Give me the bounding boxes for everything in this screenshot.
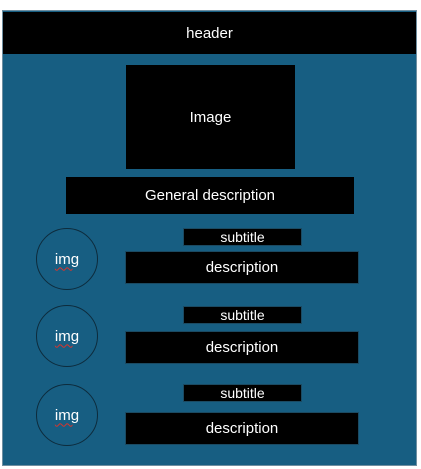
item-description-block: description bbox=[125, 412, 359, 445]
item-image-label: img bbox=[54, 406, 80, 424]
header-label: header bbox=[186, 24, 233, 42]
item-image-label: img bbox=[54, 327, 80, 345]
item-subtitle-block: subtitle bbox=[183, 384, 302, 402]
item-description-label: description bbox=[205, 259, 279, 276]
item-image-circle: img bbox=[36, 305, 98, 367]
general-description-label: General description bbox=[144, 187, 276, 204]
item-subtitle-block: subtitle bbox=[183, 228, 302, 246]
header-block: header bbox=[3, 12, 416, 54]
item-image-circle: img bbox=[36, 228, 98, 290]
item-subtitle-label: subtitle bbox=[220, 307, 265, 323]
item-image-label: img bbox=[54, 250, 80, 268]
item-description-block: description bbox=[125, 251, 359, 284]
item-description-label: description bbox=[205, 420, 279, 437]
item-subtitle-label: subtitle bbox=[220, 385, 265, 401]
general-description-block: General description bbox=[66, 177, 354, 214]
hero-image-block: Image bbox=[126, 65, 295, 169]
item-subtitle-label: subtitle bbox=[220, 229, 265, 245]
item-image-circle: img bbox=[36, 384, 98, 446]
item-subtitle-block: subtitle bbox=[183, 306, 302, 324]
hero-image-label: Image bbox=[189, 108, 232, 126]
item-description-block: description bbox=[125, 331, 359, 364]
item-description-label: description bbox=[205, 339, 279, 356]
